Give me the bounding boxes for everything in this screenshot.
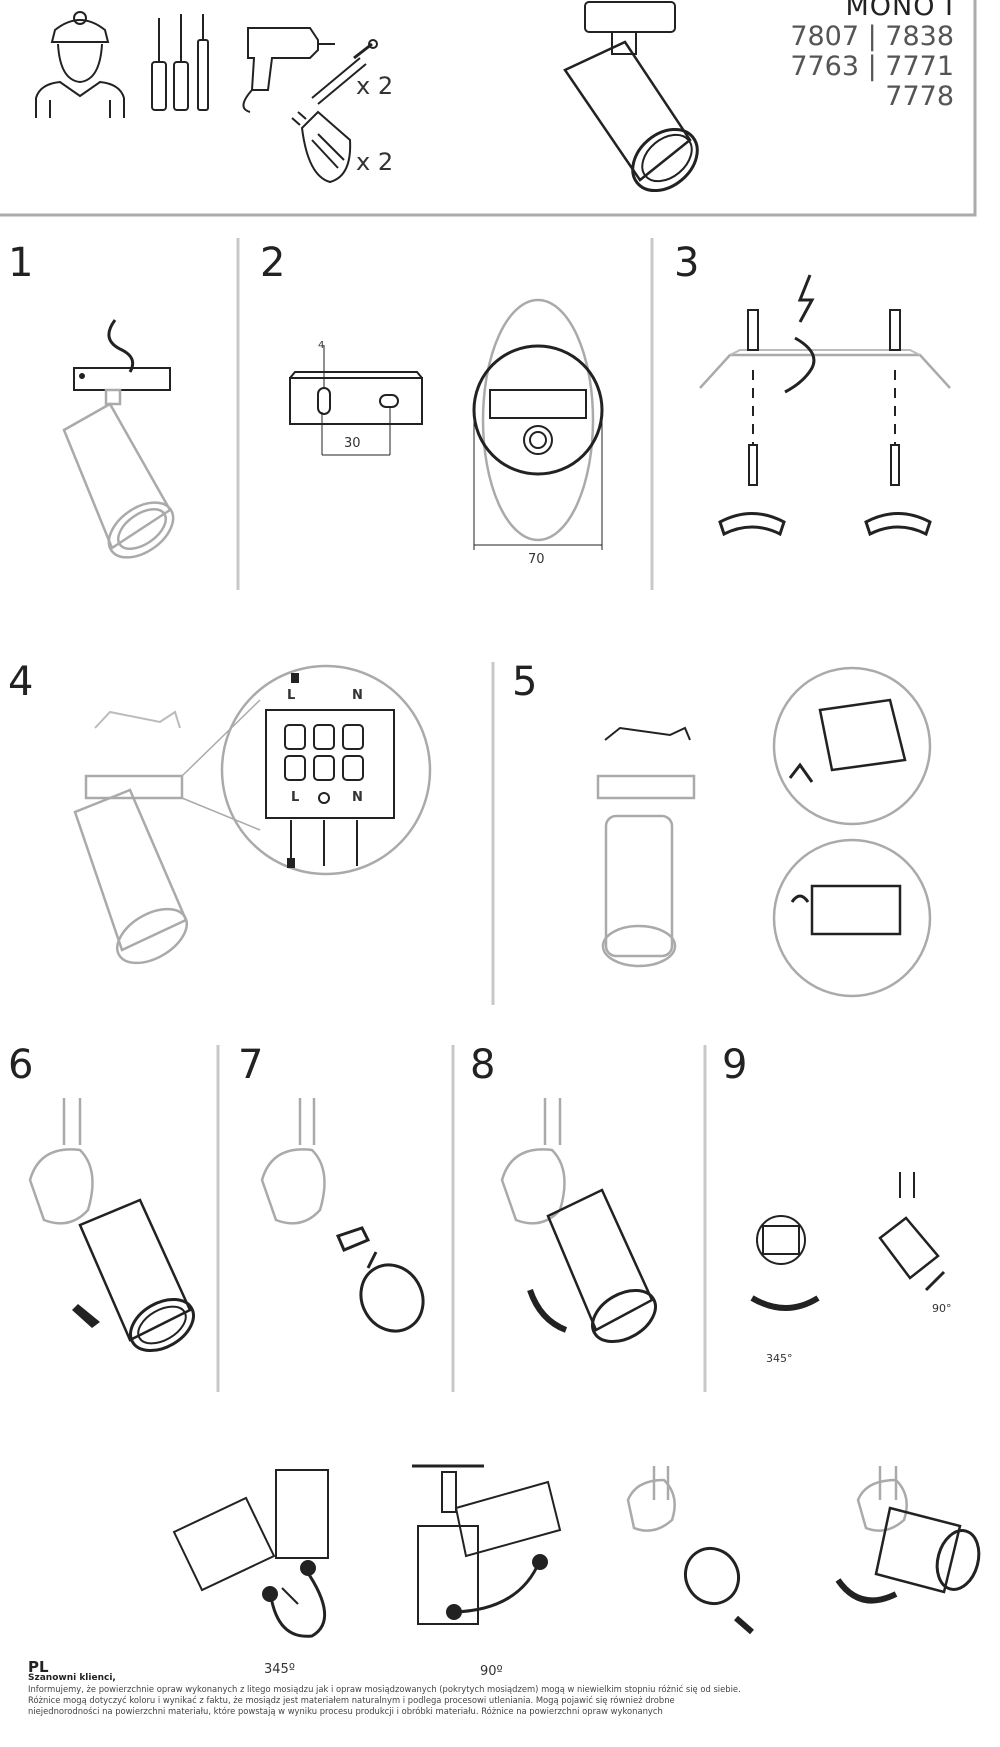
terminal-top-n: N [352,688,363,703]
step6-drawing [28,1098,195,1353]
step-number: 6 [8,1042,34,1088]
step2-drawing [289,298,604,550]
spotlight-header-drawing [563,1,699,193]
footer-line: Różnice mogą dotyczyć koloru i wynikać z… [28,1695,675,1705]
model-code-line: 7763 | 7771 [790,51,954,82]
step7-drawing [260,1098,425,1333]
model-codes: MONO I 7807 | 7838 7763 | 7771 7778 [790,0,954,112]
screw-quantity: x 2 [356,72,394,100]
angle-tilt: 90° [932,1302,952,1315]
model-code-line: 7807 | 7838 [790,21,954,52]
drill-icon [242,27,335,113]
dim-hole: 4 [318,340,325,351]
step4-drawing [73,664,432,965]
step9-drawing [750,1172,946,1311]
step-number: 4 [8,659,34,705]
step1-drawing [62,319,175,559]
step3-drawing [699,274,951,537]
terminal-top-l: L [287,688,296,703]
terminal-bottom-l: L [291,790,300,805]
footer-language: PL [28,1658,49,1676]
terminal-bottom-n: N [352,790,363,805]
replace-bulb-drawing [626,1466,754,1635]
step-number: 7 [238,1042,264,1088]
wall-plug-icon [311,39,378,105]
footer-greeting: Szanowni klienci, [28,1673,116,1683]
dim-spacing: 30 [344,436,361,451]
step-number: 3 [674,240,700,286]
bottom-angle-tilt: 90º [480,1664,503,1679]
footer-line: niejednorodności na powierzchni materiał… [28,1706,663,1716]
installer-icon [35,11,125,118]
dim-diameter: 70 [528,552,545,567]
angle-rotate: 345° [766,1352,793,1365]
screwdrivers-icon [151,14,209,111]
rotate-spot-drawing [835,1466,981,1604]
step8-drawing [500,1098,657,1344]
step5-drawing [596,666,932,998]
adjust-rotate-drawing [172,1469,329,1638]
step-number: 8 [470,1042,496,1088]
gu10-bulb-icon [291,110,352,184]
step-number: 5 [512,659,538,705]
bottom-angle-rotate: 345º [264,1662,295,1677]
adjust-tilt-drawing [412,1464,562,1625]
footer-line: Informujemy, że powierzchnie opraw wykon… [28,1684,741,1694]
model-code-line: 7778 [885,81,954,112]
bulb-quantity: x 2 [356,148,394,176]
model-title: MONO I [845,0,954,22]
step-number: 9 [722,1042,748,1088]
footer-notice: PL Szanowni klienci, Informujemy, że pow… [28,1658,968,1717]
step-number: 1 [8,240,34,286]
step-number: 2 [260,240,286,286]
